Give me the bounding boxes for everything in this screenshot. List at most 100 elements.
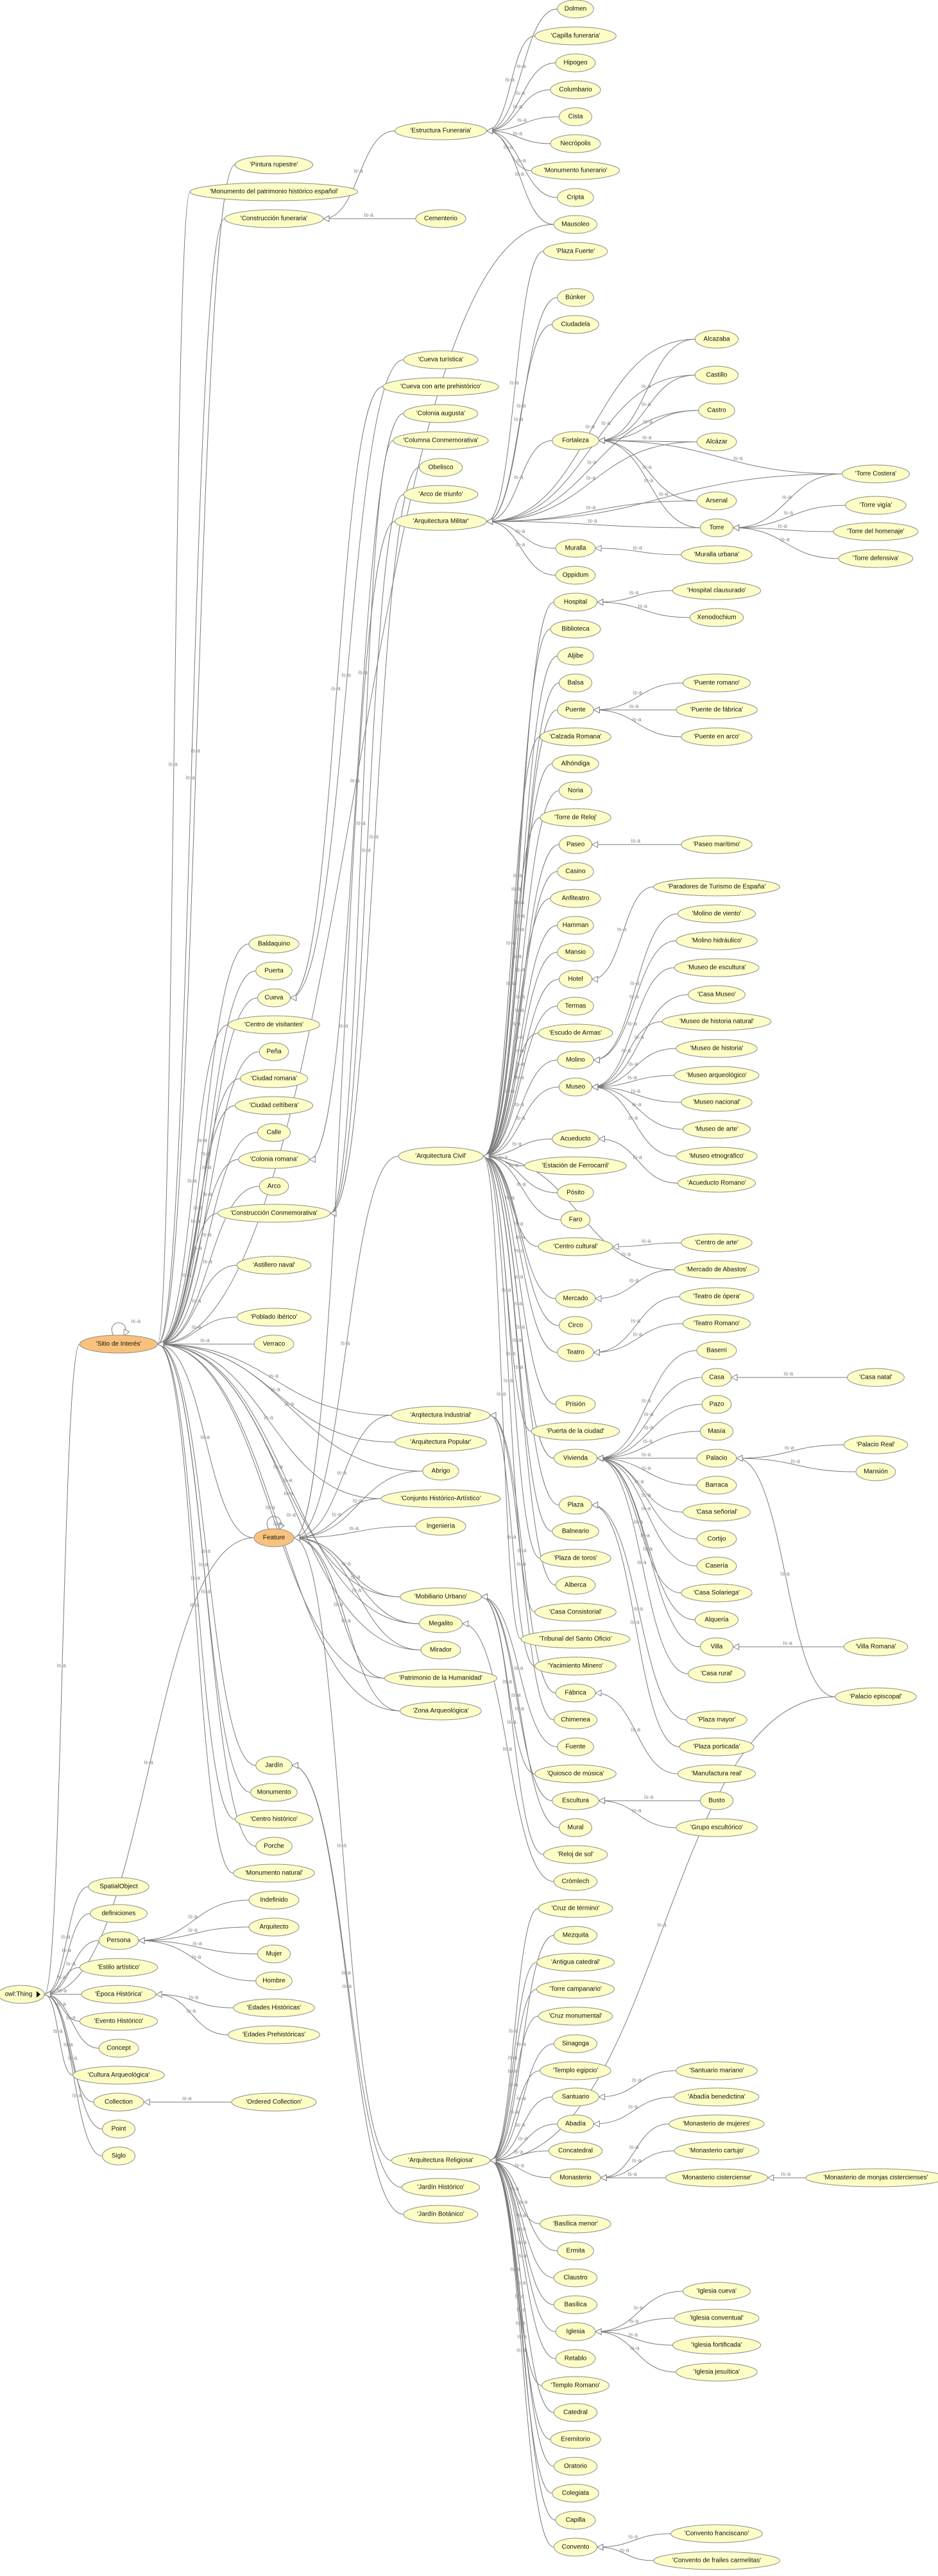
class-node-retablo[interactable]: Retablo <box>555 2349 596 2368</box>
class-node-ellipse[interactable] <box>701 1368 732 1387</box>
class-node-ellipse[interactable] <box>548 2141 603 2160</box>
class-node-teatro[interactable]: Teatro <box>557 1343 594 1362</box>
class-node-ellipse[interactable] <box>557 916 594 935</box>
class-node-ellipse[interactable] <box>552 1129 599 1149</box>
class-node-ellipse[interactable] <box>681 545 753 564</box>
class-node-quiosco-de-musica[interactable]: 'Quiosco de música' <box>534 1764 617 1783</box>
class-node-casa[interactable]: Casa <box>701 1368 732 1387</box>
class-node-catedral[interactable]: Catedral <box>553 2403 598 2422</box>
class-node-ellipse[interactable] <box>259 1042 289 1061</box>
class-node-ellipse[interactable] <box>552 1791 599 1810</box>
class-node-ellipse[interactable] <box>555 1683 596 1703</box>
class-node-ellipse[interactable] <box>681 1093 753 1112</box>
class-node-plaza-de-toros[interactable]: 'Plaza de toros' <box>540 1549 611 1568</box>
class-node-ellipse[interactable] <box>559 1818 592 1837</box>
class-node-ellipse[interactable] <box>553 2034 598 2053</box>
class-node-hamman[interactable]: Hamman <box>557 916 594 935</box>
class-node-busto[interactable]: Busto <box>700 1791 733 1810</box>
class-node-monasterio[interactable]: Monasterio <box>550 2168 601 2187</box>
class-node-edades-prehistoricas[interactable]: 'Edades Prehistóricas' <box>228 2025 320 2044</box>
class-node-balneario[interactable]: Balneario <box>552 1522 599 1541</box>
class-node-ellipse[interactable] <box>391 2151 491 2170</box>
class-node-arquitectura-civil[interactable]: 'Arquitectura Civil' <box>398 1147 484 1166</box>
class-node-casa-senorial[interactable]: 'Casa señorial' <box>683 1503 751 1522</box>
class-node-ellipse[interactable] <box>701 1395 732 1414</box>
class-node-ellipse[interactable] <box>259 1177 289 1196</box>
class-node-ellipse[interactable] <box>555 1576 596 1595</box>
class-node-ellipse[interactable] <box>677 904 756 923</box>
class-node-villa-romana[interactable]: 'Villa Romana' <box>843 1637 908 1656</box>
class-node-ellipse[interactable] <box>553 1926 598 1945</box>
class-node-caseria[interactable]: Casería <box>696 1556 737 1576</box>
class-node-siglo[interactable]: Siglo <box>102 2146 135 2166</box>
class-node-ellipse[interactable] <box>683 2282 751 2301</box>
class-node-molino-de-viento[interactable]: 'Molino de viento' <box>677 904 756 923</box>
class-node-ellipse[interactable] <box>559 970 592 989</box>
class-node-ellipse[interactable] <box>400 1701 482 1721</box>
class-node-iglesia-jesuitica[interactable]: 'Iglesia jesuítica' <box>676 2362 758 2382</box>
class-node-monumento-natural[interactable]: 'Monumento natural' <box>233 1864 315 1883</box>
class-node-ellipse[interactable] <box>393 431 489 450</box>
class-node-convento[interactable]: Convento <box>553 2538 598 2557</box>
class-node-megalito[interactable]: Megalito <box>418 1614 463 1633</box>
class-node-vivienda[interactable]: Vivienda <box>553 1449 598 1468</box>
class-node-ellipse[interactable] <box>233 1864 315 1883</box>
class-node-ellipse[interactable] <box>531 161 620 180</box>
class-node-ellipse[interactable] <box>557 288 594 307</box>
class-node-torre-costera[interactable]: 'Torre Costera' <box>842 464 910 484</box>
class-node-noria[interactable]: Noria <box>559 781 592 800</box>
class-node-arsenal[interactable]: Arsenal <box>696 491 737 510</box>
class-node-ellipse[interactable] <box>238 1150 310 1169</box>
class-node-ellipse[interactable] <box>553 1872 598 1891</box>
class-node-puerta-de-la-ciudad[interactable]: 'Puerta de la ciudad' <box>531 1422 620 1441</box>
class-node-ellipse[interactable] <box>553 1449 598 1468</box>
class-node-concept[interactable]: Concept <box>98 2039 139 2058</box>
class-node-colegiata[interactable]: Colegiata <box>552 2484 599 2503</box>
class-node-hotel[interactable]: Hotel <box>559 970 592 989</box>
class-node-monasterio-cartujo[interactable]: 'Monasterio cartujo' <box>674 2141 760 2160</box>
class-node-cruz-de-termino[interactable]: 'Cruz de término' <box>538 1899 613 1918</box>
class-node-ellipse[interactable] <box>534 26 617 46</box>
class-node-reloj-de-sol[interactable]: 'Reloj de sol' <box>543 1845 608 1864</box>
class-node-tribunal-del-santo-oficio[interactable]: 'Tribunal del Santo Oficio' <box>520 1629 631 1649</box>
class-node-ellipse[interactable] <box>550 619 601 639</box>
class-node-ellipse[interactable] <box>538 1899 613 1918</box>
class-node-cementerio[interactable]: Cementerio <box>415 209 466 228</box>
class-node-ellipse[interactable] <box>403 2205 479 2224</box>
class-node-ellipse[interactable] <box>670 2524 763 2543</box>
class-node-castillo[interactable]: Castillo <box>694 366 739 385</box>
class-node-ellipse[interactable] <box>248 934 300 954</box>
class-node-ellipse[interactable] <box>688 985 746 1004</box>
class-node-ellipse[interactable] <box>248 1890 300 1910</box>
class-node-ellipse[interactable] <box>805 2168 938 2187</box>
class-node-alhondiga[interactable]: Alhóndiga <box>552 754 599 773</box>
class-node-ellipse[interactable] <box>694 1610 739 1629</box>
class-node-ellipse[interactable] <box>420 1640 461 1660</box>
class-node-anfiteatro[interactable]: Anfiteatro <box>550 889 601 908</box>
class-node-hombre[interactable]: Hombre <box>255 1971 293 1991</box>
class-node-museo-etnografico[interactable]: 'Museo etnográfico' <box>676 1147 758 1166</box>
class-node-ellipse[interactable] <box>538 2007 613 2026</box>
class-node-dolmen[interactable]: Dolmen <box>557 0 594 19</box>
class-node-plaza[interactable]: Plaza <box>559 1495 592 1515</box>
class-node-spatialobject[interactable]: SpatialObject <box>88 1877 149 1896</box>
class-node-persona[interactable]: Persona <box>98 1931 139 1950</box>
class-node-ellipse[interactable] <box>380 1489 501 1508</box>
class-node-ellipse[interactable] <box>674 1066 760 1085</box>
class-node-columbario[interactable]: Columbario <box>550 80 601 99</box>
class-node-ellipse[interactable] <box>553 2403 598 2422</box>
class-node-basilica-menor[interactable]: 'Basílica menor' <box>540 2214 611 2234</box>
class-node-ellipse[interactable] <box>557 188 594 207</box>
class-node-ellipse[interactable] <box>531 1422 620 1441</box>
class-node-ellipse[interactable] <box>79 1958 158 1977</box>
class-node-ellipse[interactable] <box>700 1637 733 1656</box>
class-node-fortaleza[interactable]: Fortaleza <box>552 431 599 450</box>
class-node-ellipse[interactable] <box>552 315 599 334</box>
class-node-teatro-de-opera[interactable]: 'Teatro de ópera' <box>679 1287 755 1306</box>
class-node-collection[interactable]: Collection <box>93 2092 144 2112</box>
class-node-ellipse[interactable] <box>536 1953 615 1972</box>
class-node-ellipse[interactable] <box>696 1529 737 1549</box>
class-node-palacio[interactable]: Palacio <box>696 1449 737 1468</box>
class-node-ellipse[interactable] <box>842 464 910 484</box>
class-node-ellipse[interactable] <box>694 366 739 385</box>
